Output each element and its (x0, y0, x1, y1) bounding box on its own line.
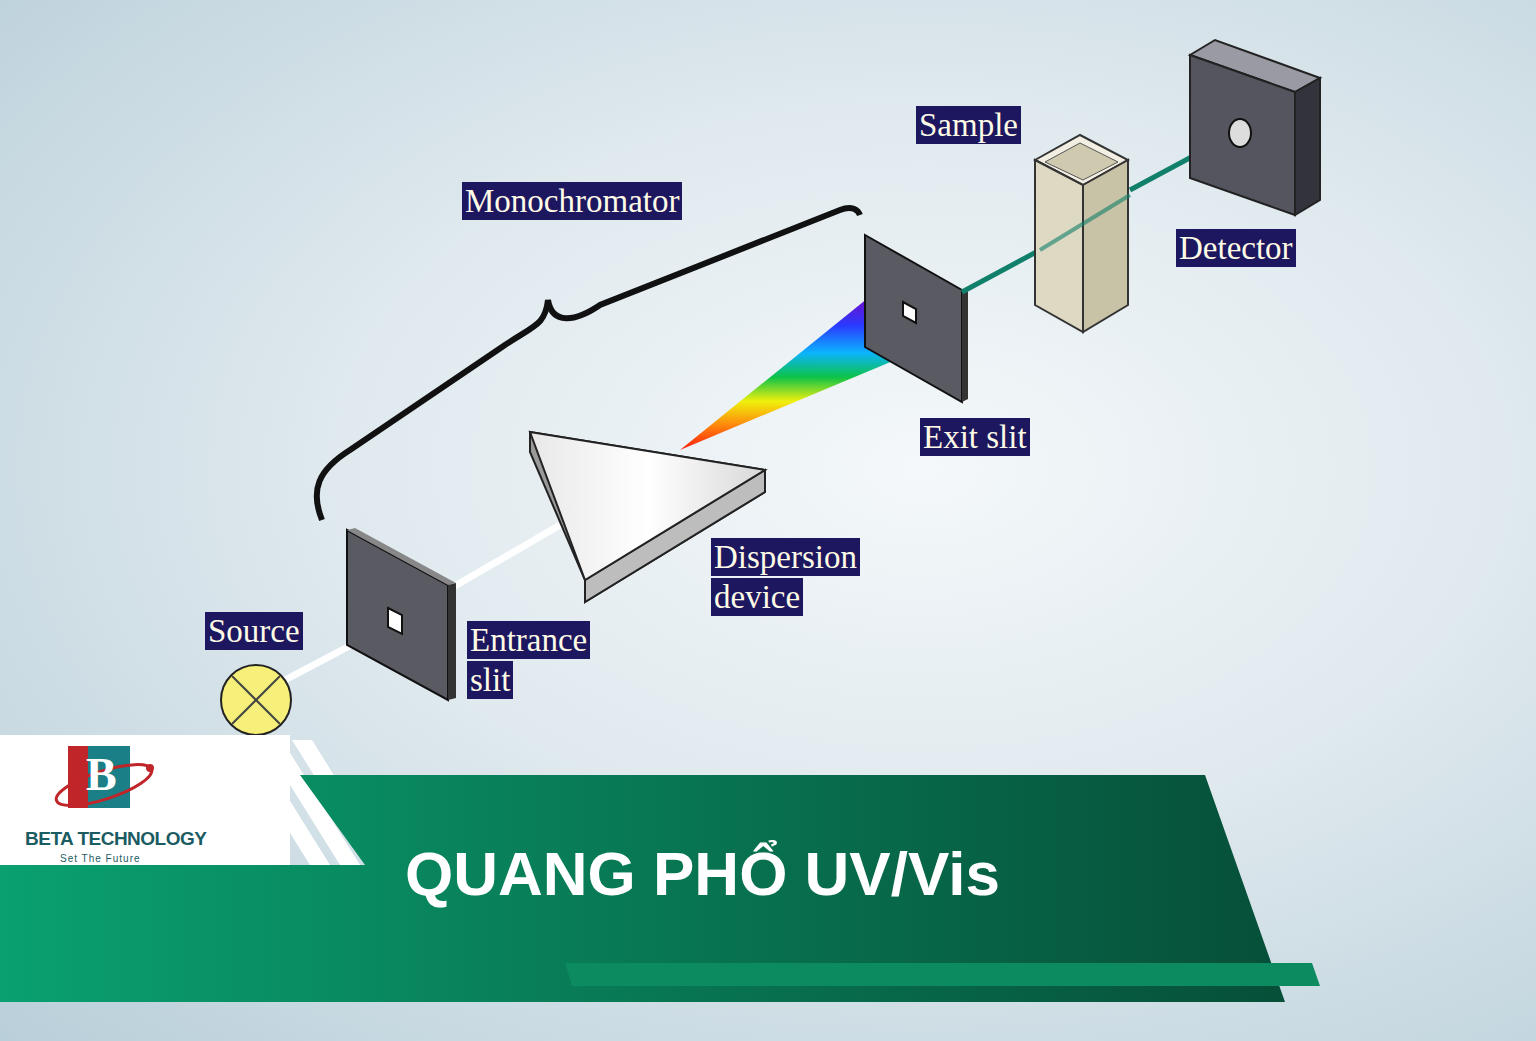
part-label-box: Exit slit (920, 418, 1030, 458)
part-label-box: Dispersion device (711, 538, 886, 617)
brand-tagline: Set The Future (60, 853, 141, 864)
part-label-box: Sample (916, 106, 1021, 146)
part-label-box: Entrance slit (467, 621, 617, 700)
logo-letter: B (86, 748, 117, 801)
part-label: Detector (1176, 229, 1296, 267)
part-label-box: Detector (1176, 229, 1296, 269)
light-beam (962, 250, 1040, 292)
detector-box (1190, 40, 1320, 215)
part-label: Entrance slit (467, 621, 590, 699)
part-label: Dispersion device (711, 538, 860, 616)
title-text: QUANG PHỔ UV/Vis (405, 838, 1000, 909)
entrance-slit-plate (347, 528, 456, 700)
sample-cuvette (1035, 135, 1130, 332)
part-label: Monochromator (462, 182, 682, 220)
part-label: Source (205, 612, 303, 650)
exit-slit-plate (865, 235, 968, 402)
part-label-box: Source (205, 612, 303, 652)
part-label-box: Monochromator (462, 182, 682, 222)
brand-name: BETA TECHNOLOGY (25, 828, 206, 850)
lamp-source (221, 665, 291, 735)
part-label: Exit slit (920, 418, 1030, 456)
prism (530, 432, 765, 602)
light-beam (448, 525, 560, 590)
logo-mark (52, 746, 156, 814)
accent-stripe (565, 963, 1320, 986)
part-label: Sample (916, 106, 1021, 144)
